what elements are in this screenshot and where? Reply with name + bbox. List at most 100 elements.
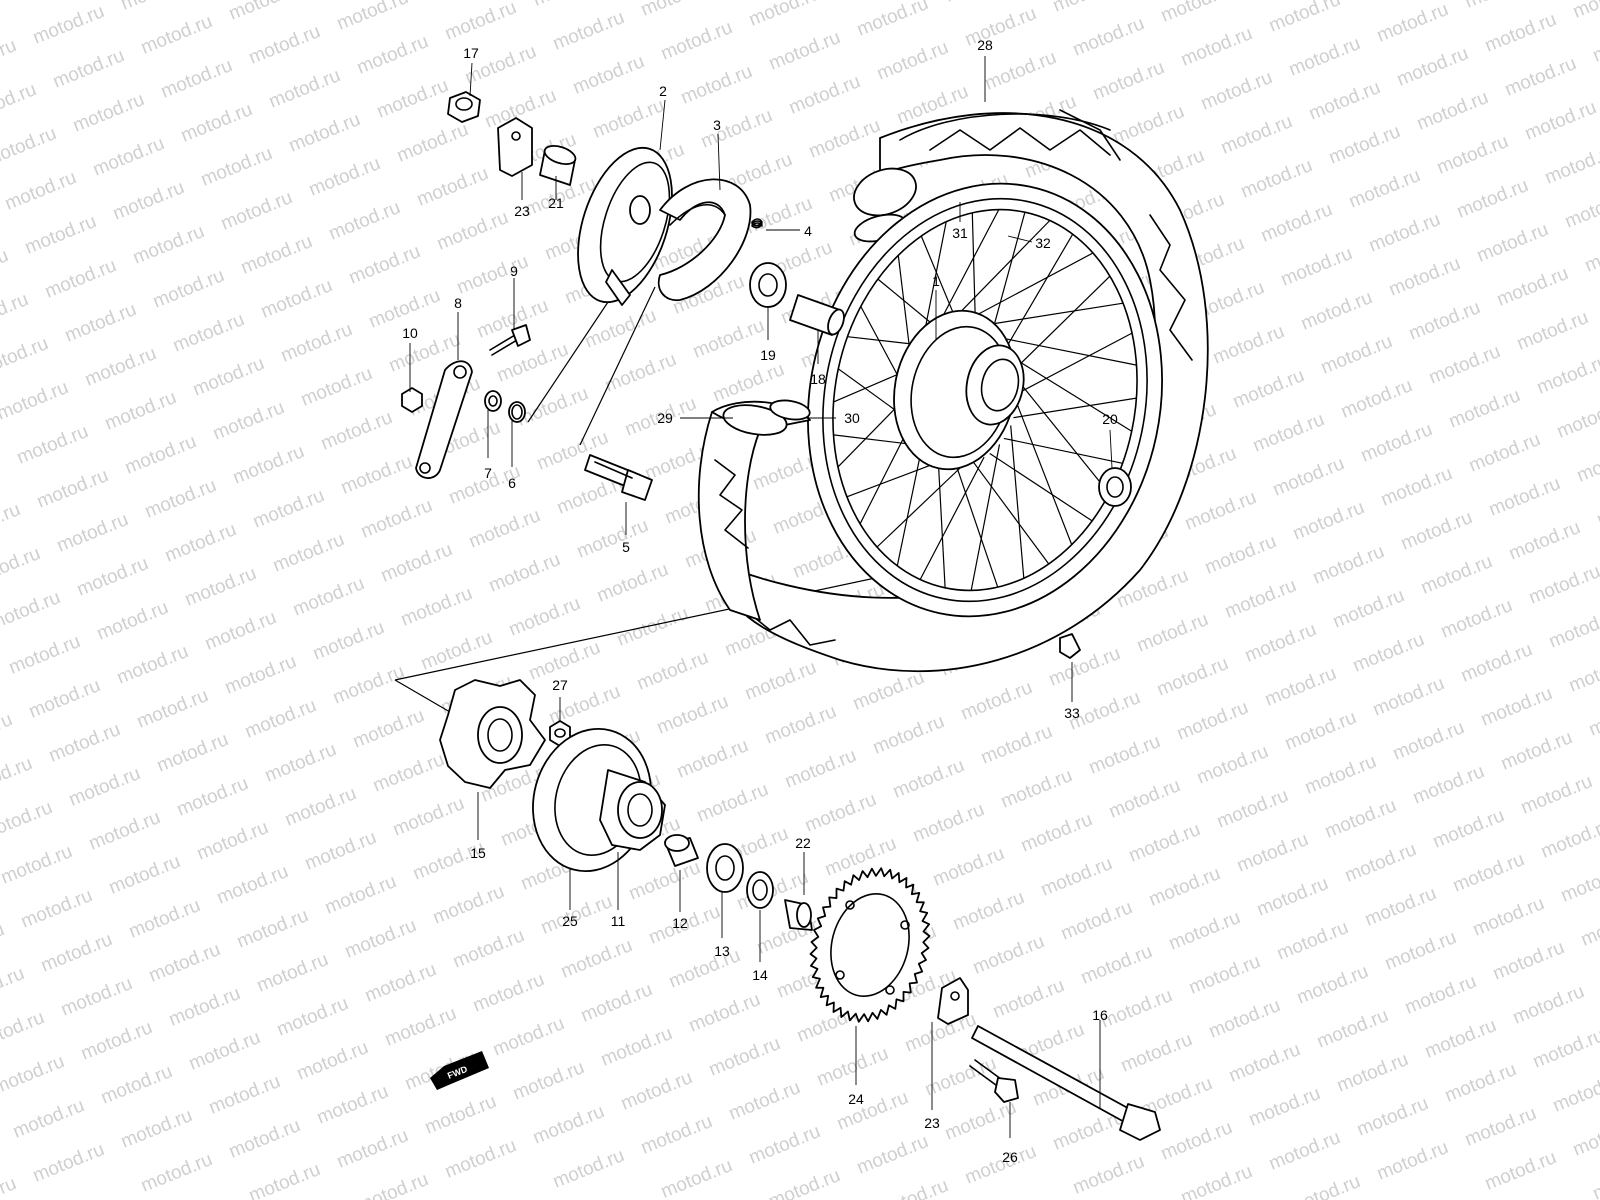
oil-seal [746,871,774,909]
watermark-text: motod.ru [326,197,403,245]
watermark-text: motod.ru [46,719,123,767]
watermark-text: motod.ru [234,905,311,953]
inner-tube [853,167,917,243]
watermark-text: motod.ru [126,895,203,943]
watermark-text: motod.ru [114,641,191,689]
watermark-text: motod.ru [334,0,411,35]
watermark-text: motod.ru [1314,1005,1391,1053]
watermark-text: motod.ru [1262,663,1339,711]
watermark-text: motod.ru [98,1061,175,1109]
spoke [991,212,1026,333]
watermark-text: motod.ru [394,119,471,167]
watermark-text: motod.ru [0,245,11,293]
watermark-text: motod.ru [342,915,419,963]
watermark-text: motod.ru [834,1087,911,1135]
callout-14: 14 [752,967,768,983]
watermark-text: motod.ru [766,27,843,75]
callout-33: 33 [1064,705,1080,721]
watermark-text: motod.ru [266,65,343,113]
watermark-text: motod.ru [154,729,231,777]
watermark-text: motod.ru [130,221,207,269]
valve-cap [1059,633,1081,659]
watermark-text: motod.ru [1250,409,1327,457]
watermark-text: motod.ru [294,1037,371,1085]
washer [484,390,502,412]
watermark-text: motod.ru [378,539,455,587]
spoke [1013,275,1111,371]
watermark-text: motod.ru [1482,9,1559,57]
watermark-text: motod.ru [1258,199,1335,247]
watermark-text: motod.ru [0,499,23,547]
watermark-text: motod.ru [1186,951,1263,999]
watermark-text: motod.ru [1386,253,1463,301]
watermark-text: motod.ru [762,701,839,749]
callout-21: 21 [548,195,564,211]
spoke [876,461,967,548]
watermark-text: motod.ru [1206,995,1283,1043]
spacer-collar [539,145,577,186]
watermark-text: motod.ru [354,31,431,79]
watermark-text: motod.ru [1590,19,1600,67]
watermark-text: motod.ru [1294,961,1371,1009]
watermark-text: motod.ru [246,21,323,69]
spoke [1005,233,1074,349]
watermark-text: motod.ru [0,455,3,503]
watermark-text: motod.ru [766,1165,843,1200]
watermark-text: motod.ru [1214,785,1291,833]
watermark-text: motod.ru [1470,893,1547,941]
watermark-text: motod.ru [486,549,563,597]
watermark-text: motod.ru [1286,33,1363,81]
watermark-text: motod.ru [1182,487,1259,535]
watermark-text: motod.ru [854,0,931,41]
watermark-text: motod.ru [1558,859,1600,907]
watermark-text: motod.ru [1526,561,1600,609]
spoke [972,460,1050,565]
watermark-text: motod.ru [1266,0,1343,37]
watermark-text: motod.ru [570,51,647,99]
watermark-text: motod.ru [1050,0,1127,17]
watermark-text: motod.ru [254,949,331,997]
watermark-text: motod.ru [250,485,327,533]
watermark-text: motod.ru [1554,395,1600,443]
watermark-text: motod.ru [782,745,859,793]
watermark-text: motod.ru [910,799,987,847]
callout-32: 32 [1035,235,1051,251]
watermark-text: motod.ru [398,583,475,631]
watermark-text: motod.ru [1290,497,1367,545]
callout-25: 25 [562,913,578,929]
watermark-text: motod.ru [1390,717,1467,765]
watermark-text: motod.ru [1354,1093,1431,1141]
watermark-text: motod.ru [214,861,291,909]
watermark-text: motod.ru [1278,243,1355,291]
callout-12: 12 [672,915,688,931]
callout-6: 6 [508,475,516,491]
watermark-text: motod.ru [0,1051,67,1099]
watermark-text: motod.ru [1510,981,1587,1029]
watermark-text: motod.ru [0,709,15,757]
watermark-text: motod.ru [322,871,399,919]
watermark-text: motod.ru [1458,639,1535,687]
watermark-text: motod.ru [1286,1171,1363,1200]
watermark-text: motod.ru [14,421,91,469]
watermark-text: motod.ru [30,1139,107,1187]
watermark-text: motod.ru [1222,575,1299,623]
watermark-text: motod.ru [558,935,635,983]
spoke [937,451,946,588]
watermark-text: motod.ru [530,1101,607,1149]
watermark-text: motod.ru [118,0,195,15]
o-ring [508,401,526,423]
watermark-text: motod.ru [1454,175,1531,223]
spoke [1016,332,1133,395]
watermark-text: motod.ru [1146,863,1223,911]
watermark-text: motod.ru [942,1097,1019,1145]
watermark-text: motod.ru [1450,849,1527,897]
spoke [1003,437,1123,464]
watermark-text: motod.ru [282,783,359,831]
watermark-text: motod.ru [1570,0,1600,23]
watermark-text: motod.ru [1466,429,1543,477]
watermark-text: motod.ru [1394,43,1471,91]
watermark-text: motod.ru [950,887,1027,935]
watermark-text: motod.ru [1326,121,1403,169]
callout-5: 5 [622,539,630,555]
watermark-text: motod.ru [74,553,151,601]
